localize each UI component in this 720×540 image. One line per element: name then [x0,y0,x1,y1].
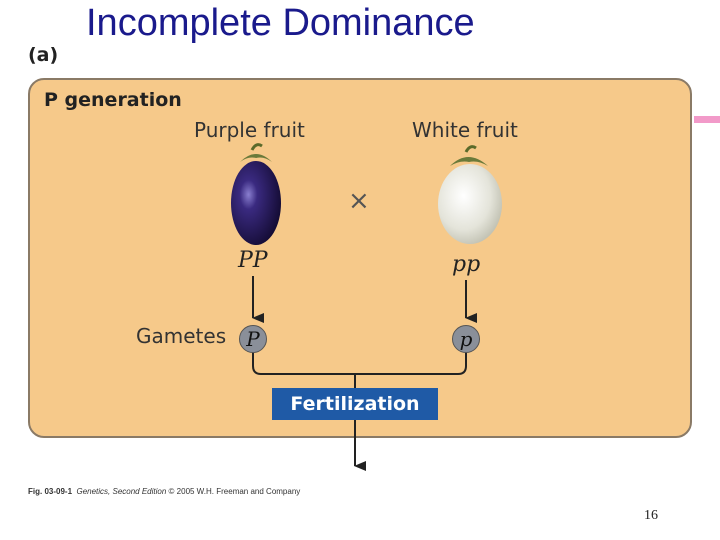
purple-eggplant-icon [231,143,281,245]
right-genotype: pp [452,252,481,277]
figure-credit: Fig. 03-09-1 Genetics, Second Edition © … [28,487,300,496]
figure-part-label: (a) [28,44,59,66]
fertilization-bracket [252,352,467,375]
page-number: 16 [644,508,658,523]
credit-book: Genetics, Second Edition [76,487,167,496]
gametes-label: Gametes [136,324,227,348]
cross-symbol: × [348,186,370,216]
white-fruit-label: White fruit [412,118,518,142]
credit-copyright: © 2005 W.H. Freeman and Company [168,487,301,496]
right-gamete: p [452,325,480,353]
purple-fruit-label: Purple fruit [194,118,305,142]
left-genotype: PP [238,248,268,273]
p-generation-panel [28,78,692,438]
left-gamete: P [239,325,267,353]
credit-fig: Fig. 03-09-1 [28,487,73,496]
fertilization-box: Fertilization [272,388,438,420]
panel-title: P generation [44,89,182,111]
white-eggplant-icon [438,145,502,244]
slide-title: Incomplete Dominance [86,2,475,44]
accent-bar [694,116,720,123]
